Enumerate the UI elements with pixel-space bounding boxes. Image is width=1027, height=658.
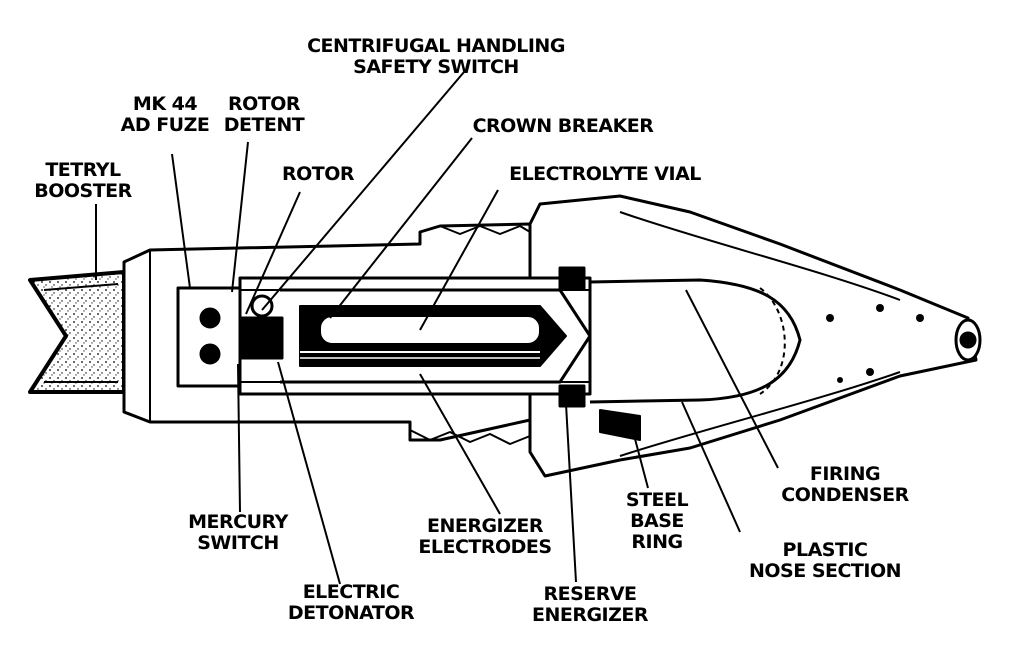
- label-rotor: ROTOR: [281, 163, 355, 185]
- label-rotor-detent: ROTOR DETENT: [223, 93, 305, 136]
- label-centrifugal-handling-safety-switch: CENTRIFUGAL HANDLING SAFETY SWITCH: [307, 35, 565, 78]
- label-energizer-electrodes: ENERGIZER ELECTRODES: [418, 515, 552, 558]
- label-steel-base-ring: STEEL BASE RING: [625, 489, 689, 553]
- firing-condenser-shape: [589, 278, 802, 404]
- reserve-energizer-clips: [558, 266, 586, 408]
- rotor-mechanism: [176, 286, 284, 388]
- tetryl-booster-body: [28, 270, 126, 394]
- steel-base-ring-shape: [599, 409, 641, 441]
- label-firing-condenser: FIRING CONDENSER: [781, 463, 909, 506]
- label-plastic-nose-section: PLASTIC NOSE SECTION: [748, 539, 902, 582]
- energizer-tube: [238, 276, 592, 396]
- label-tetryl-booster: TETRYL BOOSTER: [34, 159, 132, 202]
- leader-lines: [95, 71, 779, 585]
- label-crown-breaker: CROWN BREAKER: [472, 115, 654, 137]
- label-mercury-switch: MERCURY SWITCH: [188, 511, 288, 554]
- label-mk44-ad-fuze: MK 44 AD FUZE: [120, 93, 210, 136]
- label-reserve-energizer: RESERVE ENERGIZER: [531, 583, 649, 626]
- label-electric-detonator: ELECTRIC DETONATOR: [287, 581, 415, 624]
- label-electrolyte-vial: ELECTROLYTE VIAL: [509, 163, 701, 185]
